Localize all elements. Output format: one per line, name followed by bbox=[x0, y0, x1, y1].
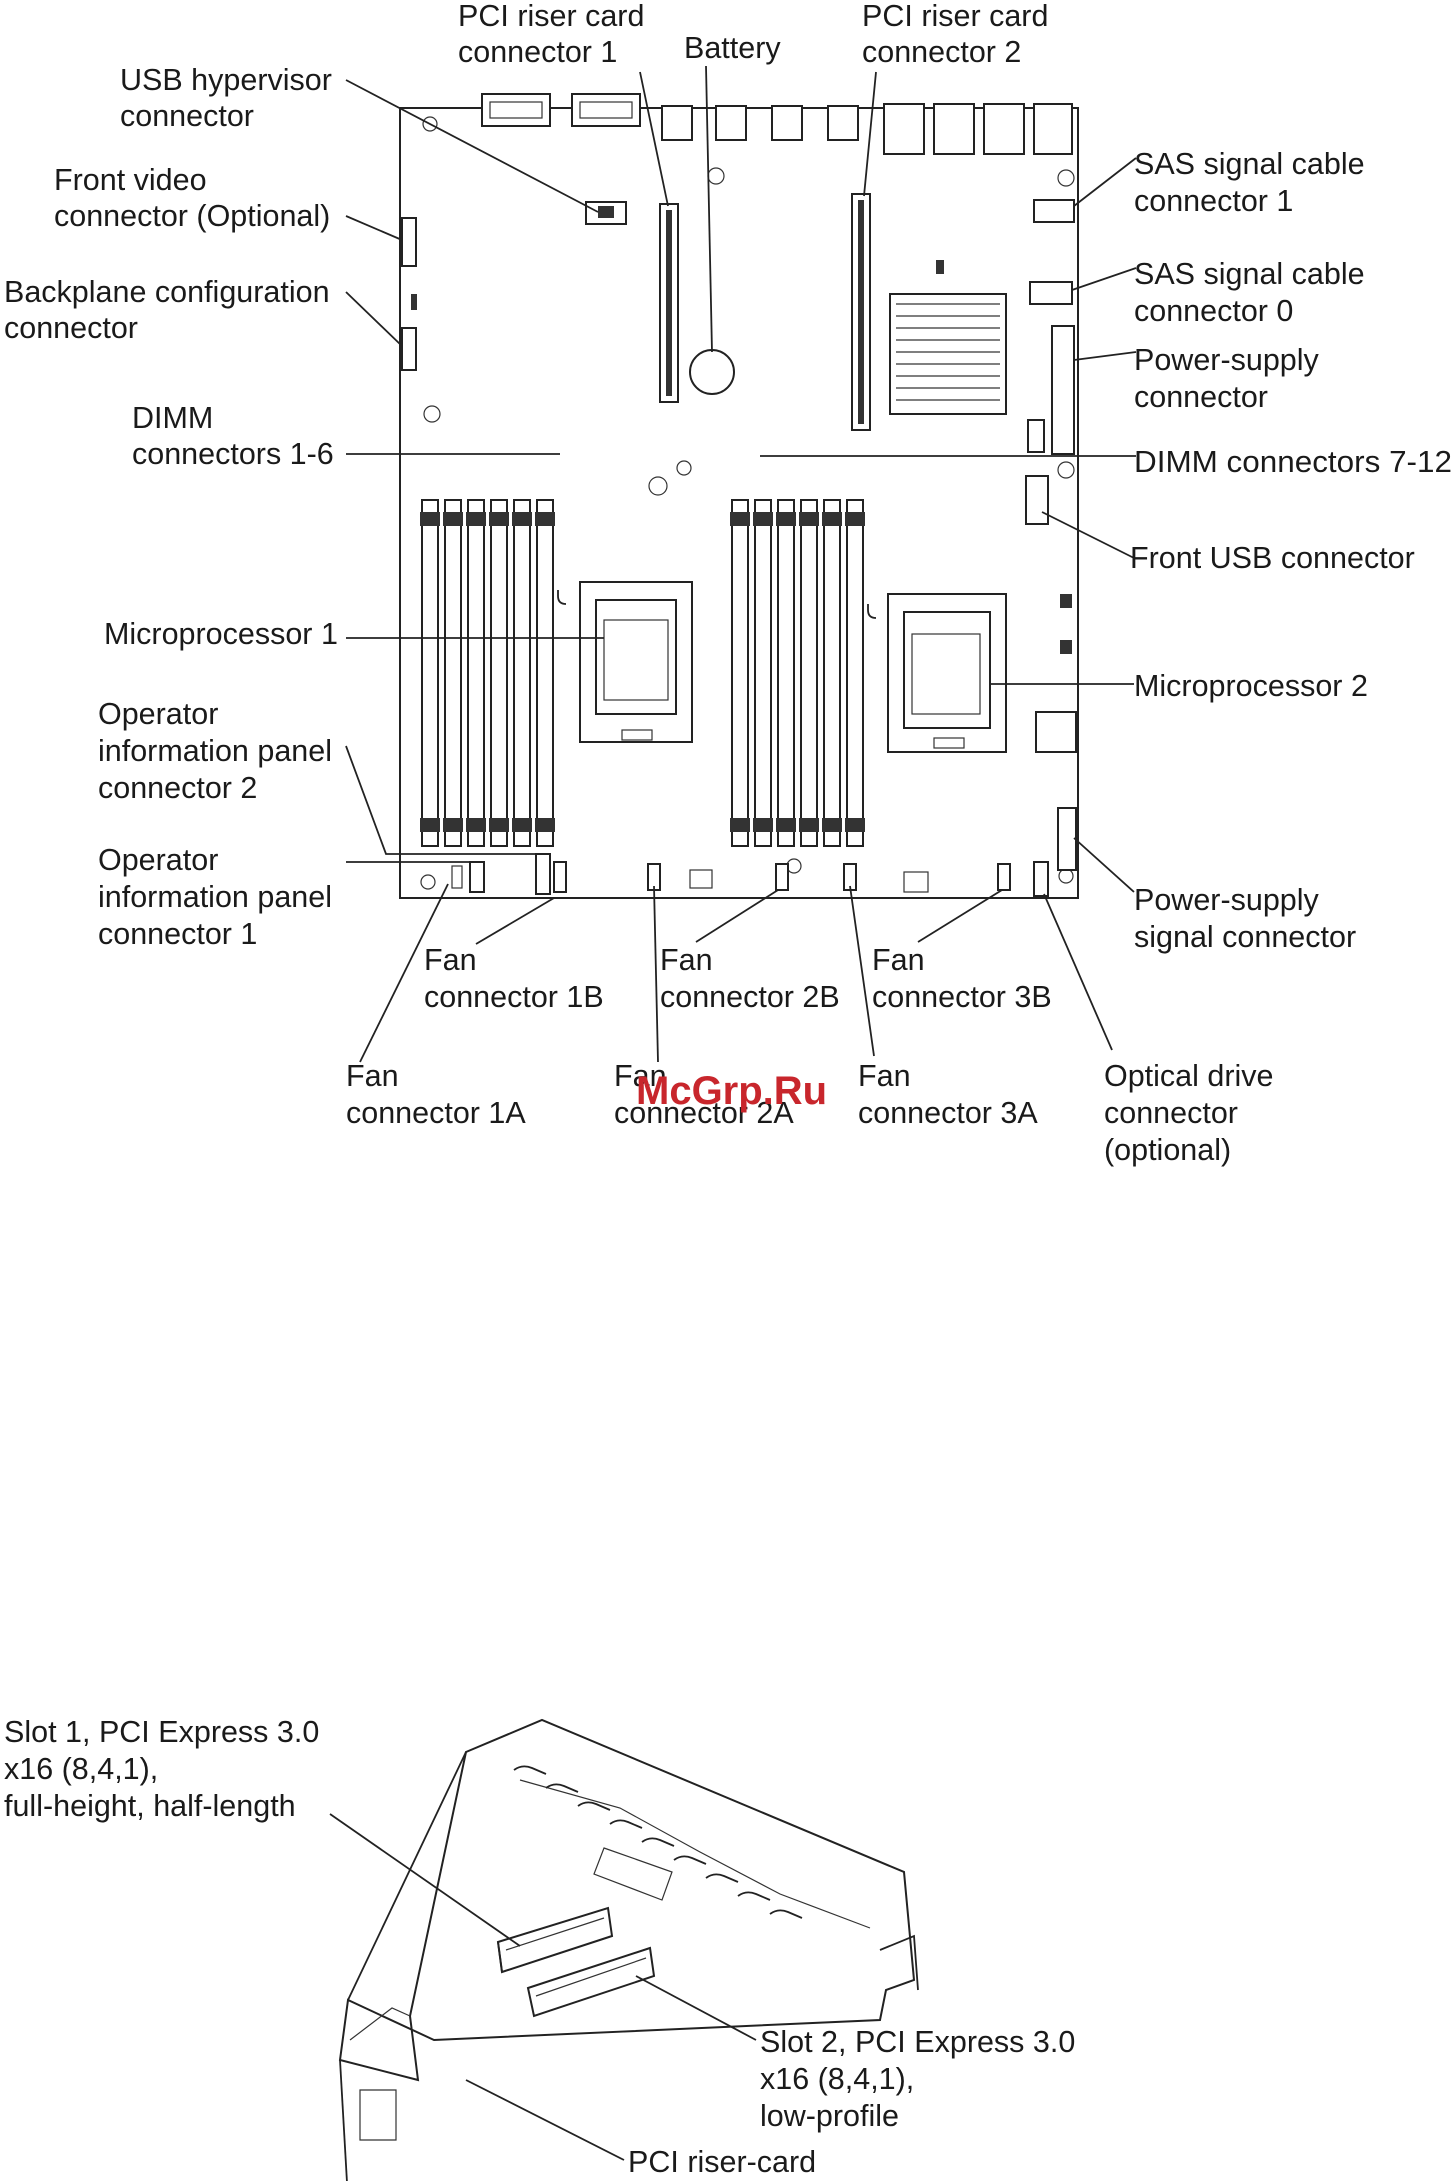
front-video-connector bbox=[401, 217, 417, 267]
microprocessor-2-socket bbox=[867, 593, 1007, 753]
label-front-usb: Front USB connector bbox=[1130, 541, 1415, 575]
power-supply-connector bbox=[1051, 325, 1075, 455]
dimm-slots-7-12 bbox=[730, 499, 865, 847]
system-board-drawing bbox=[399, 93, 1079, 899]
dimm-slots-1-6 bbox=[420, 499, 555, 847]
riser-drawing bbox=[338, 1718, 919, 2181]
leader-lines-board bbox=[345, 65, 1137, 1063]
leader-lines-riser bbox=[329, 1813, 757, 2161]
rear-io-connectors bbox=[481, 93, 1073, 155]
battery bbox=[689, 349, 735, 395]
sas-connector-1 bbox=[1033, 199, 1075, 223]
fan-connector-1b bbox=[553, 861, 567, 893]
label-microprocessor-1: Microprocessor 1 bbox=[104, 617, 338, 651]
sas-connector-0 bbox=[1029, 281, 1073, 305]
watermark-logo: McGrp.Ru bbox=[636, 1069, 827, 1113]
power-supply-signal-connector bbox=[1057, 807, 1077, 871]
riser-slot-2-connector bbox=[526, 1946, 656, 2018]
label-microprocessor-2: Microprocessor 2 bbox=[1134, 669, 1368, 703]
backplane-config-connector bbox=[401, 327, 417, 371]
chipset-heatsink bbox=[889, 293, 1007, 415]
label-riser-card: PCI riser-card bbox=[628, 2145, 816, 2179]
label-dimm-7-12: DIMM connectors 7-12 bbox=[1134, 445, 1452, 479]
label-battery: Battery bbox=[684, 31, 781, 65]
op-panel-connector-1 bbox=[469, 861, 485, 893]
fan-connector-3b bbox=[997, 863, 1011, 891]
fan-connector-2b bbox=[775, 863, 789, 891]
optical-drive-connector bbox=[1033, 861, 1049, 897]
microprocessor-1-socket bbox=[557, 581, 693, 743]
front-usb-connector bbox=[1025, 475, 1049, 525]
op-panel-connector-2 bbox=[535, 853, 551, 895]
